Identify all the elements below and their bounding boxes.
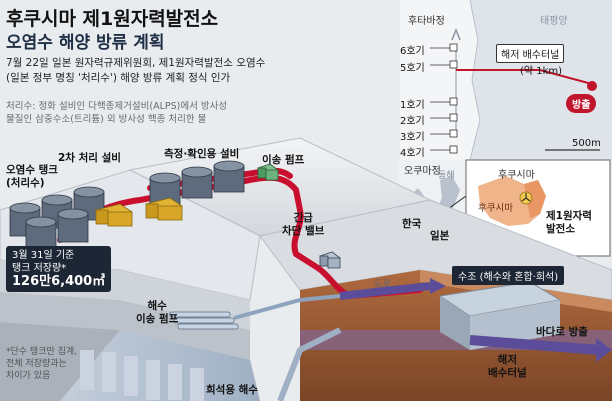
footnote: *단수 탱크만 집계, 전체 저장량과는 차이가 있음 xyxy=(6,346,77,382)
emergency-valve-label: 긴급 차단 밸브 xyxy=(282,212,324,238)
reactor-2: 2호기 xyxy=(400,116,425,127)
undersea-line-2: 배수터널 xyxy=(488,367,527,379)
footnote-line-1: *단수 탱크만 집계, xyxy=(6,347,78,357)
reactor-5: 5호기 xyxy=(400,63,425,74)
east-sea-label: 동해 xyxy=(438,171,455,181)
tank-label-line-2: (처리수) xyxy=(6,177,45,189)
to-sea-label: 바다로 방출 xyxy=(536,326,588,338)
inset-plant-line-1: 제1원자력 xyxy=(546,210,592,222)
reactor-3: 3호기 xyxy=(400,132,425,143)
road-label: 도로 xyxy=(374,279,392,290)
seawater-line-2: 이송 펌프 xyxy=(136,313,179,325)
reactor-1: 1호기 xyxy=(400,100,425,111)
okuma-label: 오쿠마정 xyxy=(404,166,441,177)
seawater-pump-label: 해수 이송 펌프 xyxy=(136,300,178,326)
stock-value: 126만6,400㎥ xyxy=(12,274,106,289)
inset-plant-line-2: 발전소 xyxy=(546,223,575,235)
tunnel-distance: (약 1km) xyxy=(520,66,563,77)
secondary-treatment-label: 2차 처리 설비 xyxy=(58,152,121,164)
page-subtitle: 오염수 해양 방류 계획 xyxy=(6,33,165,53)
discharge-badge: 방출 xyxy=(566,94,597,113)
stock-line-2: 탱크 저장량* xyxy=(12,263,67,274)
undersea-tunnel-diagram-label: 해저 배수터널 xyxy=(488,354,527,380)
undersea-tunnel-label: 해저 배수터널 xyxy=(496,44,565,63)
dilution-seawater-label: 희석용 해수 xyxy=(206,384,258,396)
flow-arrow-1 xyxy=(339,282,431,300)
inset-map xyxy=(465,159,611,257)
undersea-line-1: 해저 xyxy=(497,354,517,366)
description-line-2: (일본 정부 명칭 '처리수') 해양 방류 계획 정식 인가 xyxy=(6,72,231,84)
korea-label: 한국 xyxy=(402,218,422,230)
reactor-6: 6호기 xyxy=(400,46,425,57)
tank-label-line-1: 오염수 탱크 xyxy=(6,164,58,176)
emergency-line-2: 차단 밸브 xyxy=(282,225,325,237)
map-area xyxy=(400,0,612,161)
inset-fukushima-pref: 후쿠시마 xyxy=(478,203,513,214)
description-line-1: 7월 22일 일본 원자력규제위원회, 제1원자력발전소 오염수 xyxy=(6,57,266,69)
measure-confirm-label: 측정·확인용 설비 xyxy=(164,148,240,160)
definition-note: 처리수: 정화 설비인 다핵종제거설비(ALPS)에서 방사성 물질인 삼중수소… xyxy=(6,100,227,126)
discharge-point xyxy=(587,81,597,91)
futaba-label: 후타바정 xyxy=(408,16,445,27)
transfer-pump-label: 이송 펌프 xyxy=(262,154,305,166)
reactor-4: 4호기 xyxy=(400,148,425,159)
inset-fukushima-city: 후쿠시마 xyxy=(498,170,535,181)
flow-arrow-sea xyxy=(469,335,601,355)
emergency-line-1: 긴급 xyxy=(293,212,313,224)
tank-stock-box: 3월 31일 기준 탱크 저장량* 126만6,400㎥ xyxy=(6,246,112,292)
stock-line-1: 3월 31일 기준 xyxy=(12,250,75,261)
pacific-label: 태평양 xyxy=(540,16,568,27)
definition-line-1: 처리수: 정화 설비인 다핵종제거설비(ALPS)에서 방사성 xyxy=(6,101,228,112)
definition-line-2: 물질인 삼중수소(트리튬) 외 방사성 핵종 처리한 물 xyxy=(6,114,207,125)
tank-group xyxy=(9,160,341,330)
tunnel-line xyxy=(456,69,593,85)
water-tank-label: 수조 (해수와 혼합·희석) xyxy=(452,266,565,285)
seawater-line-1: 해수 xyxy=(147,300,167,312)
footnote-line-3: 차이가 있음 xyxy=(6,371,51,381)
contaminated-tank-label: 오염수 탱크 (처리수) xyxy=(6,164,58,190)
footnote-line-2: 전체 저장량과는 xyxy=(6,359,67,369)
page-title: 후쿠시마 제1원자력발전소 xyxy=(6,8,219,30)
scale-label: 500m xyxy=(572,138,601,149)
japan-label: 일본 xyxy=(430,230,450,242)
description: 7월 22일 일본 원자력규제위원회, 제1원자력발전소 오염수 (일본 정부 … xyxy=(6,56,265,86)
inset-plant-label: 제1원자력 발전소 xyxy=(546,210,592,236)
